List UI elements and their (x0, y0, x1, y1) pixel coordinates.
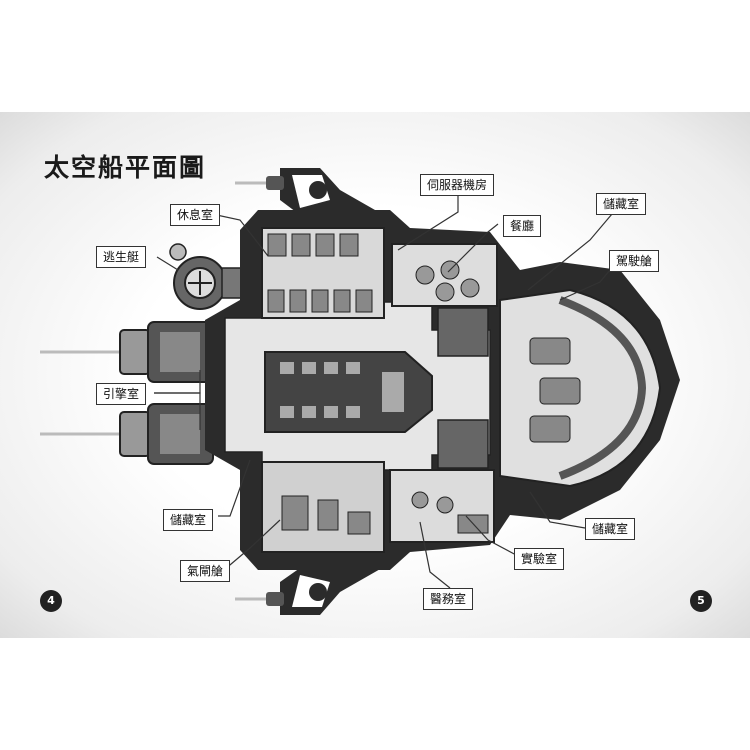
engine-lower (119, 403, 214, 465)
label-server-room: 伺服器機房 (420, 174, 495, 196)
engine-upper (119, 321, 214, 383)
label-escape-pod: 逃生艇 (96, 246, 147, 268)
room-storage-lower-left (261, 461, 385, 553)
escape-pod (169, 243, 251, 310)
room-cockpit (499, 288, 662, 488)
label-lab: 實驗室 (514, 548, 565, 570)
label-dining: 餐廳 (503, 215, 542, 237)
exhaust-trails (40, 181, 272, 601)
label-engine-room: 引擎室 (96, 383, 147, 405)
label-medical: 醫務室 (423, 588, 474, 610)
leader-lines (154, 194, 616, 589)
label-storage-left: 儲藏室 (163, 509, 214, 531)
room-storage-top (437, 307, 489, 357)
label-cockpit: 駕駛艙 (609, 250, 660, 272)
room-central (264, 351, 433, 433)
room-rest (261, 227, 385, 319)
page-number-left: 4 (40, 590, 62, 612)
page-number-right: 5 (690, 590, 712, 612)
label-rest-room: 休息室 (170, 204, 221, 226)
room-lab-medical (389, 469, 495, 543)
page-title: 太空船平面圖 (44, 153, 207, 182)
label-airlock: 氣閘艙 (180, 560, 231, 582)
room-storage-bottom (437, 419, 489, 469)
room-server-dining (391, 243, 498, 307)
label-storage-top: 儲藏室 (596, 193, 647, 215)
label-storage-right: 儲藏室 (585, 518, 636, 540)
